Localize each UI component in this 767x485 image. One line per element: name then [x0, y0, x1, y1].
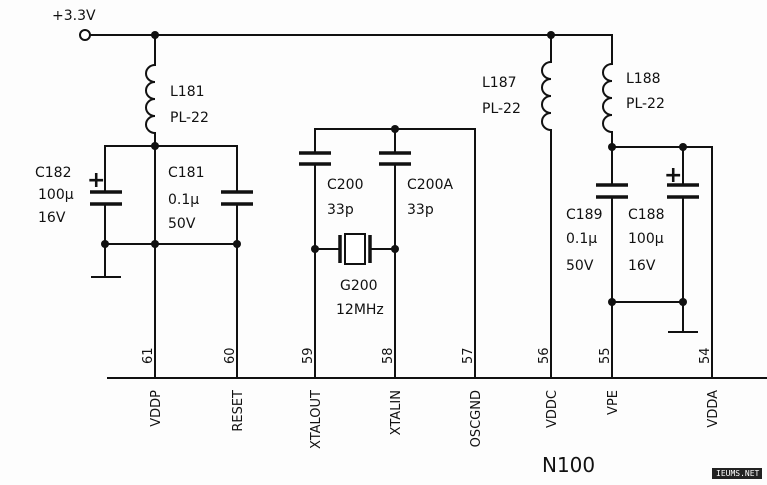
- c200a-value: 33p: [407, 202, 434, 218]
- c182-ref: C182: [35, 165, 72, 181]
- crystal-G200: [344, 233, 366, 265]
- junction: [679, 298, 687, 306]
- pin-number-61: 61: [141, 347, 156, 364]
- c188-voltage: 16V: [628, 258, 656, 274]
- l188-ref: L188: [626, 71, 661, 87]
- watermark-badge: [712, 468, 762, 479]
- watermark-text: IEUMS.NET: [716, 469, 760, 478]
- l181-value: PL-22: [170, 110, 209, 126]
- inductor-L187: [541, 60, 553, 132]
- l181-ref: L181: [170, 84, 205, 100]
- c182-voltage: 16V: [38, 210, 66, 226]
- c200-ref: C200: [327, 177, 364, 193]
- c182-value: 100μ: [38, 187, 74, 203]
- ic-name: N100: [542, 453, 595, 477]
- c189-value: 0.1μ: [566, 231, 597, 247]
- g200-ref: G200: [340, 278, 378, 294]
- c188-polarity: +: [664, 163, 682, 188]
- c182-polarity: +: [87, 168, 105, 193]
- pin-name-vddp: VDDP: [149, 390, 164, 427]
- inductor-L188: [602, 62, 614, 134]
- junction: [151, 240, 159, 248]
- junction: [151, 31, 159, 39]
- supply-label: +3.3V: [52, 8, 96, 24]
- junction: [391, 245, 399, 253]
- pin-name-vpe: VPE: [606, 390, 621, 415]
- c181-voltage: 50V: [168, 216, 196, 232]
- pin-number-58: 58: [381, 347, 396, 364]
- junction: [608, 143, 616, 151]
- pin-number-55: 55: [598, 347, 613, 364]
- c188-ref: C188: [628, 207, 665, 223]
- l188-value: PL-22: [626, 96, 665, 112]
- pin-name-vdda: VDDA: [706, 390, 721, 428]
- pin-name-xtalout: XTALOUT: [309, 390, 324, 449]
- junction: [547, 31, 555, 39]
- pin-name-vddc: VDDC: [545, 390, 560, 428]
- c200a-ref: C200A: [407, 177, 453, 193]
- l187-value: PL-22: [482, 101, 521, 117]
- c181-value: 0.1μ: [168, 192, 199, 208]
- junction: [151, 142, 159, 150]
- pin-number-60: 60: [223, 347, 238, 364]
- pin-number-56: 56: [537, 347, 552, 364]
- c200-value: 33p: [327, 202, 354, 218]
- g200-value: 12MHz: [336, 302, 384, 318]
- junction: [679, 143, 687, 151]
- junction: [233, 240, 241, 248]
- junction: [608, 298, 616, 306]
- pin-number-57: 57: [461, 347, 476, 364]
- inductor-L181: [145, 63, 157, 135]
- pin-name-reset: RESET: [231, 390, 246, 432]
- junction: [311, 245, 319, 253]
- c189-ref: C189: [566, 207, 603, 223]
- pin-number-59: 59: [301, 347, 316, 364]
- c189-voltage: 50V: [566, 258, 594, 274]
- c188-value: 100μ: [628, 231, 664, 247]
- pin-name-oscgnd: OSCGND: [469, 390, 484, 447]
- junction: [391, 125, 399, 133]
- junction: [101, 240, 109, 248]
- pin-name-xtalin: XTALIN: [389, 390, 404, 435]
- l187-ref: L187: [482, 75, 517, 91]
- pin-number-54: 54: [698, 347, 713, 364]
- supply-terminal: [79, 29, 91, 41]
- c181-ref: C181: [168, 165, 205, 181]
